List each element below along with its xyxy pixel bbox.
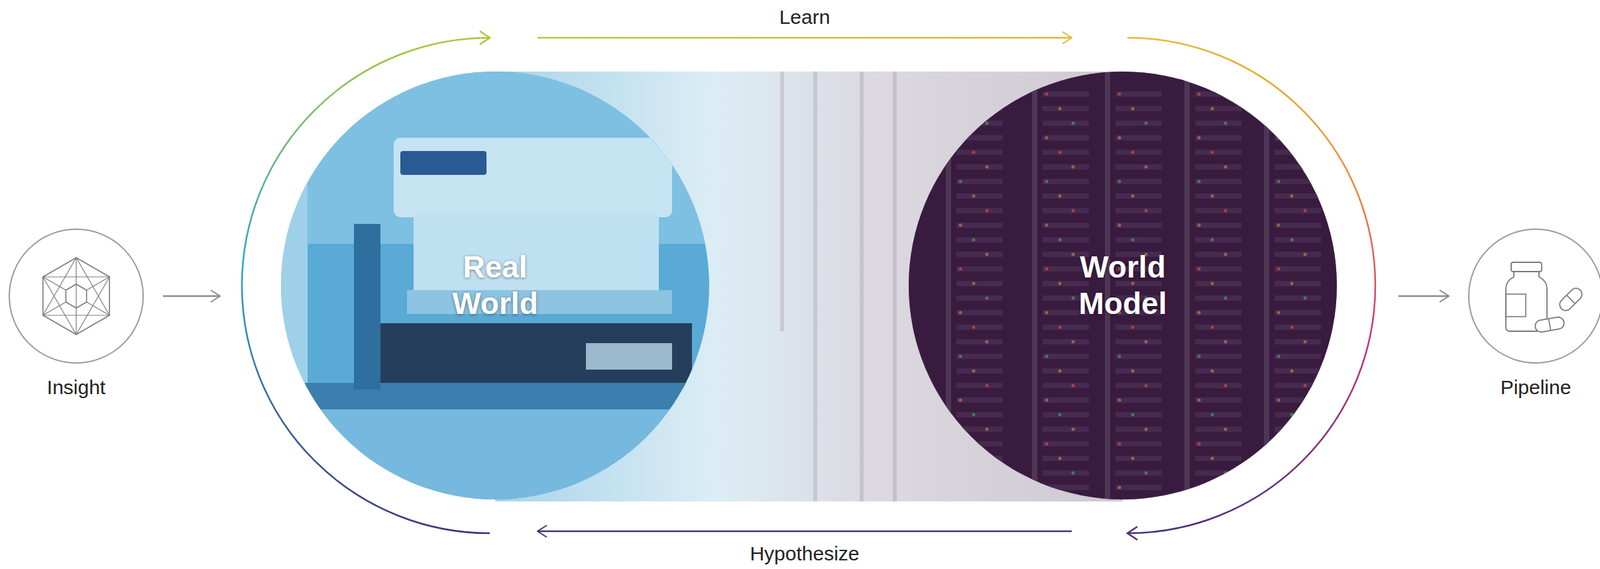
flow-arrow <box>537 530 1072 533</box>
icon-circle <box>7 228 145 365</box>
circle-title: Real World <box>437 249 554 323</box>
circle-title: World Model <box>1065 249 1182 323</box>
edge-label: Hypothesize <box>744 542 865 566</box>
insight-node: Insight <box>7 228 145 365</box>
arc-arrowhead <box>1127 526 1138 541</box>
icon-circle <box>1467 228 1600 365</box>
world-model-node: World Model <box>908 71 1337 500</box>
node-caption: Insight <box>47 376 106 400</box>
flow-arrow <box>537 37 1072 40</box>
pipeline-node: Pipeline <box>1467 228 1600 365</box>
photo-circle <box>281 71 710 500</box>
flow-arrow <box>163 295 221 298</box>
flow-arrow <box>1398 295 1449 298</box>
real-world-node: Real World <box>281 71 710 500</box>
band-racks <box>782 71 895 502</box>
edge-label: Learn <box>774 5 836 29</box>
photo-circle <box>908 71 1337 500</box>
node-caption: Pipeline <box>1500 376 1572 400</box>
arc-arrowhead <box>479 31 490 45</box>
